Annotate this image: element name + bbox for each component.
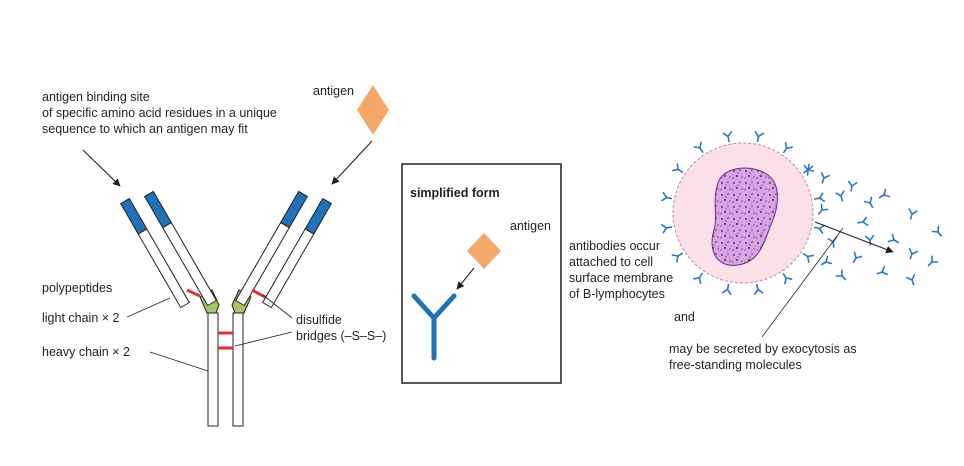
- membrane-antibody: [813, 224, 825, 235]
- membrane-antibody: [661, 191, 673, 202]
- free-antibody: [887, 233, 900, 244]
- heavy-chain-stem-left: [207, 312, 219, 427]
- heavy-chain-arm-left: [143, 190, 218, 307]
- free-antibody: [931, 225, 943, 237]
- membrane-antibody: [802, 252, 815, 263]
- membrane-antibody: [782, 273, 793, 285]
- membrane-antibody-group: [660, 130, 826, 296]
- free-antibody: [857, 216, 869, 227]
- binding-site-label-line2: of specific amino acid residues in a uni…: [42, 106, 277, 120]
- polypeptides-label: polypeptides: [42, 281, 112, 295]
- disulfide-bond-light-right: [251, 288, 266, 299]
- free-antibody: [820, 255, 833, 266]
- free-antibody: [817, 203, 829, 215]
- light-chain-leader: [126, 297, 171, 318]
- heavy-chain-arm-right: [234, 190, 309, 307]
- membrane-antibody: [660, 223, 673, 234]
- simplified-form-title: simplified form: [410, 186, 500, 200]
- heavy-chain-stem-right: [232, 312, 244, 427]
- free-antibody: [835, 269, 847, 281]
- antibody-full: [119, 190, 333, 427]
- disulfide-leader-1: [262, 294, 293, 319]
- secreted-leader: [761, 227, 844, 338]
- free-antibody: [878, 188, 891, 199]
- membrane-antibody: [753, 283, 764, 296]
- membrane-antibody: [722, 130, 733, 143]
- free-antibody: [908, 248, 918, 260]
- free-antibody-group: [803, 164, 943, 286]
- membrane-antibody: [721, 283, 732, 295]
- membrane-antibody: [671, 163, 684, 174]
- simplified-form-box: simplified form antigen: [401, 163, 562, 384]
- heavy-chain-label: heavy chain × 2: [42, 345, 130, 359]
- antigen-label-main: antigen: [313, 84, 354, 98]
- membrane-antibody: [782, 141, 793, 154]
- simplified-antigen-arrow: [456, 267, 475, 290]
- free-antibody: [835, 190, 845, 202]
- attached-label-line4: of B-lymphocytes: [569, 287, 665, 301]
- free-antibody: [876, 266, 888, 276]
- attached-label-line2: attached to cell: [569, 255, 653, 269]
- attached-label-line1: antibodies occur: [569, 239, 660, 253]
- membrane-antibody: [693, 272, 704, 285]
- light-chain-arm-right: [261, 197, 333, 309]
- and-label: and: [674, 310, 695, 324]
- nucleus: [711, 167, 778, 266]
- binding-site-label-line1: antigen binding site: [42, 90, 150, 104]
- membrane-antibody: [671, 252, 683, 263]
- light-chain-arm-left: [119, 197, 191, 309]
- antigen-shape-simplified: [467, 233, 501, 269]
- antigen-shape-main: [357, 85, 389, 135]
- free-antibody: [820, 172, 830, 184]
- light-chain-label: light chain × 2: [42, 311, 120, 325]
- free-antibody: [906, 274, 916, 286]
- free-antibody: [864, 234, 875, 246]
- secreted-label-line2: free-standing molecules: [669, 358, 802, 372]
- free-antibody: [863, 196, 874, 209]
- disulfide-bond-light-left: [186, 288, 201, 298]
- attached-label-line3: surface membrane: [569, 271, 673, 285]
- antigen-arrow: [331, 140, 373, 185]
- disulfide-label-line2: bridges (–S–S–): [296, 329, 386, 343]
- membrane-antibody: [813, 192, 826, 203]
- secreted-label-line1: may be secreted by exocytosis as: [669, 342, 857, 356]
- heavy-chain-leader: [149, 351, 209, 372]
- disulfide-label-line1: disulfide: [296, 313, 342, 327]
- b-lymphocyte: [660, 130, 826, 296]
- antigen-label-simplified: antigen: [510, 219, 551, 233]
- binding-site-label-line3: sequence to which an antigen may fit: [42, 122, 248, 136]
- free-antibody: [927, 255, 939, 267]
- secretion-arrow: [814, 221, 894, 254]
- membrane-antibody: [693, 141, 704, 153]
- simplified-antibody-icon: [411, 293, 457, 361]
- free-antibody: [847, 180, 858, 192]
- free-antibody: [908, 208, 918, 220]
- binding-site-arrow: [82, 149, 121, 187]
- disulfide-leader-2: [234, 331, 293, 347]
- membrane-antibody: [754, 131, 765, 143]
- free-antibody: [803, 164, 814, 176]
- free-antibody: [852, 251, 863, 264]
